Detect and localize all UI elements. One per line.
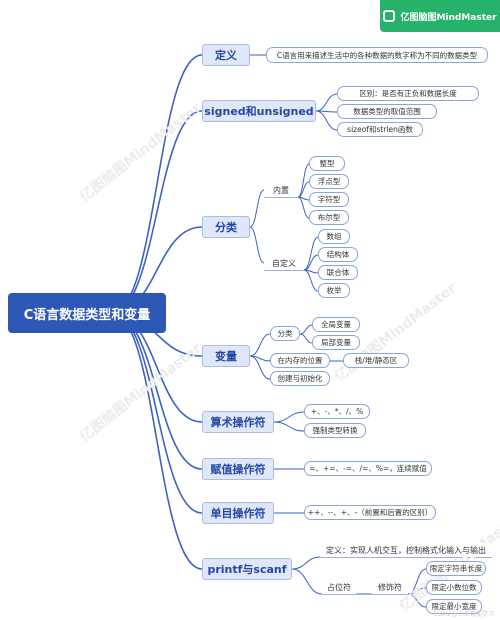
connector-line [249, 333, 271, 357]
footer-credit: CSDN @人工智能学习 [432, 611, 494, 618]
arith-item[interactable]: +、-、*、/、% [304, 404, 370, 419]
connector-line [249, 189, 265, 228]
builtin-type[interactable]: 整型 [309, 156, 345, 171]
root-topic[interactable]: C语言数据类型和变量 [8, 293, 166, 333]
connector-line [303, 236, 319, 271]
connector-line [111, 54, 203, 314]
variable-scope[interactable]: 全局变量 [312, 317, 360, 332]
signed-item[interactable]: 数据类型的取值范围 [337, 104, 437, 119]
topic-assignment-operators[interactable]: 赋值操作符 [202, 458, 274, 480]
builtin-type[interactable]: 浮点型 [309, 174, 349, 189]
variable-init[interactable]: 创建与初始化 [270, 371, 330, 386]
builtin-type[interactable]: 布尔型 [309, 210, 349, 225]
builtin-type[interactable]: 字符型 [309, 192, 349, 207]
variable-scope[interactable]: 局部变量 [312, 335, 360, 350]
topic-arithmetic-operators[interactable]: 算术操作符 [202, 411, 274, 433]
io-modifier-item[interactable]: 限定最小宽度 [426, 599, 482, 614]
connector-line [315, 93, 338, 112]
connector-line [273, 421, 305, 432]
connector-line [299, 333, 313, 344]
variable-storage-value[interactable]: 栈/堆/静态区 [343, 353, 409, 368]
brand-label: 亿图脑图MindMaster [400, 12, 497, 23]
custom-type[interactable]: 数组 [318, 229, 350, 244]
topic-unary-operators[interactable]: 单目操作符 [202, 502, 274, 524]
connector-line [407, 568, 427, 595]
topic-printf-scanf[interactable]: printf与scanf [202, 558, 292, 580]
connector-line [407, 593, 427, 608]
connector-line [299, 324, 313, 335]
io-modifier[interactable]: 修饰符 [372, 580, 408, 594]
assign-item[interactable]: =、+=、-=、/=、%=，连续赋值 [304, 461, 432, 476]
io-modifier-item[interactable]: 限定小数位数 [426, 580, 482, 595]
connector-line [273, 411, 305, 423]
connector-line [315, 110, 338, 131]
custom-types-label[interactable]: 自定义 [264, 256, 304, 270]
custom-type[interactable]: 枚举 [318, 283, 350, 298]
brand-badge: 亿图脑图MindMaster [380, 0, 500, 32]
signed-item[interactable]: 区别：是否有正负和数据长度 [337, 86, 479, 101]
custom-type[interactable]: 结构体 [318, 247, 358, 262]
definition-text[interactable]: C语言用来描述生活中的各种数据的数字称为不同的数据类型 [266, 47, 488, 63]
topic-signed-unsigned[interactable]: signed和unsigned [202, 100, 316, 122]
variable-classify-label[interactable]: 分类 [270, 326, 300, 341]
io-modifier-item[interactable]: 限定字符串长度 [426, 561, 486, 576]
connector-line [303, 269, 319, 292]
connector-line [291, 568, 323, 595]
connector-line [249, 355, 271, 380]
arith-item[interactable]: 强制类型转换 [304, 423, 366, 438]
signed-item[interactable]: sizeof和strlen函数 [337, 122, 423, 137]
topic-variable[interactable]: 变量 [202, 345, 250, 367]
variable-storage-label[interactable]: 在内存的位置 [270, 353, 330, 368]
connector-line [297, 196, 310, 219]
mindmaster-logo-icon [383, 10, 396, 22]
unary-item[interactable]: ++、--、+、-（前置和后置的区别） [304, 505, 436, 520]
io-placeholder[interactable]: 占位符 [322, 580, 356, 594]
connector-line [291, 556, 321, 570]
topic-classification[interactable]: 分类 [202, 216, 250, 238]
connector-line [249, 226, 265, 264]
connector-line [297, 163, 310, 198]
builtin-types-label[interactable]: 内置 [264, 183, 298, 197]
connector-line [303, 254, 319, 271]
topic-definition[interactable]: 定义 [202, 44, 250, 66]
custom-type[interactable]: 联合体 [318, 265, 358, 280]
connector-line [297, 181, 310, 198]
io-definition[interactable]: 定义：实现人机交互，控制格式化输入与输出 [320, 543, 492, 557]
